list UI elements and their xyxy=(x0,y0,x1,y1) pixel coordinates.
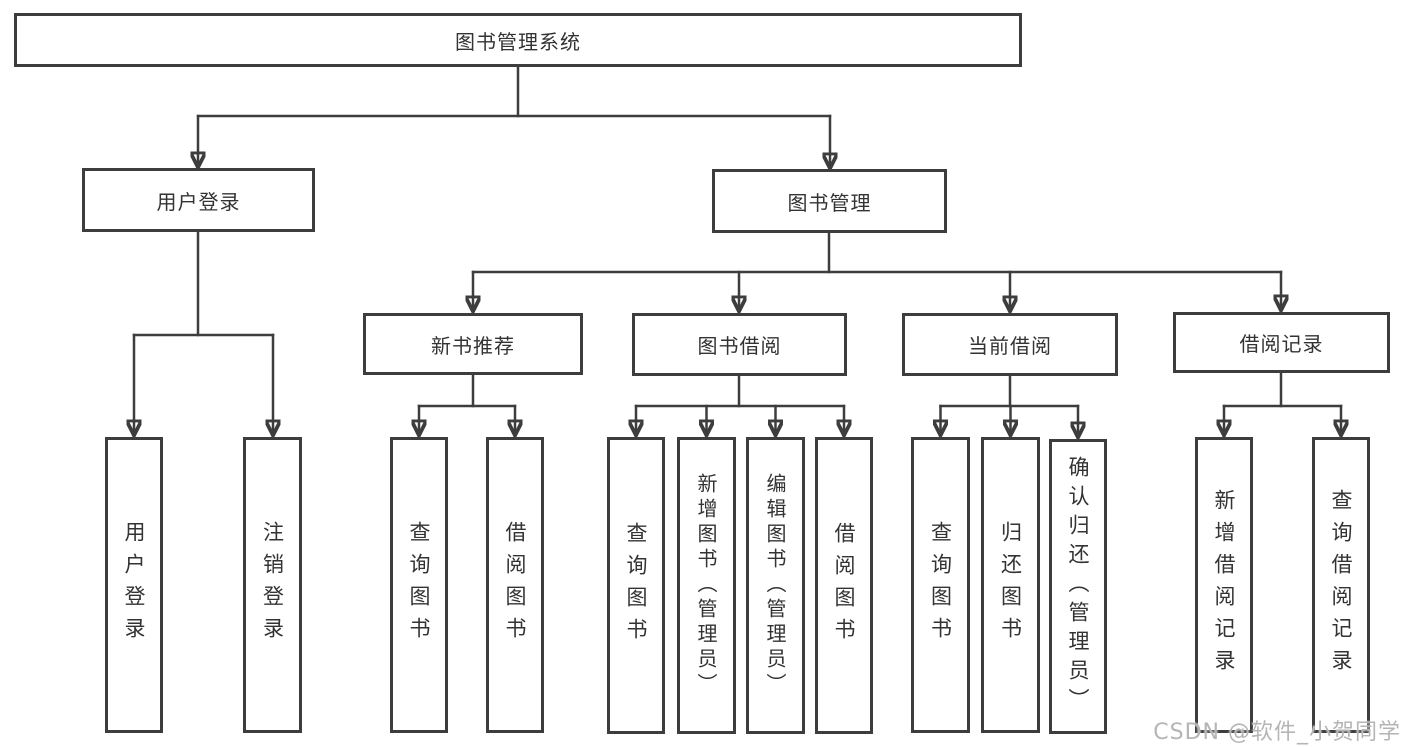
node-label: 新书推荐 xyxy=(431,333,515,358)
leaf-query-books: 查询图书 xyxy=(607,437,665,734)
leaf-return-books: 归还图书 xyxy=(981,437,1040,733)
node-label: 确认归还（管理员） xyxy=(1066,456,1090,717)
node-new-book-recommend: 新书推荐 xyxy=(363,313,583,375)
node-book-management: 图书管理 xyxy=(712,169,947,233)
leaf-confirm-return-admin: 确认归还（管理员） xyxy=(1049,439,1107,734)
node-label: 用户登录 xyxy=(156,189,241,214)
node-borrowing-records: 借阅记录 xyxy=(1173,312,1390,373)
node-label: 编辑图书（管理员） xyxy=(763,473,787,698)
leaf-query-books: 查询图书 xyxy=(911,437,970,733)
leaf-edit-books-admin: 编辑图书（管理员） xyxy=(746,437,805,734)
leaf-add-books-admin: 新增图书（管理员） xyxy=(677,437,736,734)
node-label: 借阅记录 xyxy=(1239,332,1324,356)
node-label: 归还图书 xyxy=(998,521,1023,649)
node-label: 图书管理系统 xyxy=(455,29,581,54)
node-label: 借阅图书 xyxy=(832,521,856,650)
node-book-borrowing: 图书借阅 xyxy=(632,313,847,376)
leaf-query-books: 查询图书 xyxy=(390,437,448,733)
node-label: 图书管理 xyxy=(787,190,872,215)
node-label: 查询图书 xyxy=(928,521,953,649)
leaf-logout: 注销登录 xyxy=(243,437,302,733)
watermark: CSDN @软件_小贺同学 xyxy=(1153,720,1401,745)
node-label: 查询图书 xyxy=(624,521,648,650)
node-label: 借阅图书 xyxy=(503,521,527,649)
leaf-borrow-books: 借阅图书 xyxy=(815,437,873,734)
node-label: 新增借阅记录 xyxy=(1212,489,1236,681)
node-library-management-system: 图书管理系统 xyxy=(14,13,1022,67)
node-label: 注销登录 xyxy=(260,521,285,649)
leaf-borrow-books: 借阅图书 xyxy=(486,437,544,733)
node-label: 新增图书（管理员） xyxy=(694,473,718,698)
leaf-add-borrow-record: 新增借阅记录 xyxy=(1195,437,1253,733)
leaf-user-login: 用户登录 xyxy=(105,437,163,733)
node-label: 当前借阅 xyxy=(968,334,1052,358)
node-label: 查询借阅记录 xyxy=(1329,489,1353,681)
node-user-login: 用户登录 xyxy=(82,168,315,232)
node-label: 查询图书 xyxy=(407,521,431,649)
node-current-borrowing: 当前借阅 xyxy=(902,313,1118,376)
node-label: 用户登录 xyxy=(122,521,146,649)
node-label: 图书借阅 xyxy=(697,334,782,358)
leaf-query-borrow-record: 查询借阅记录 xyxy=(1312,437,1370,733)
